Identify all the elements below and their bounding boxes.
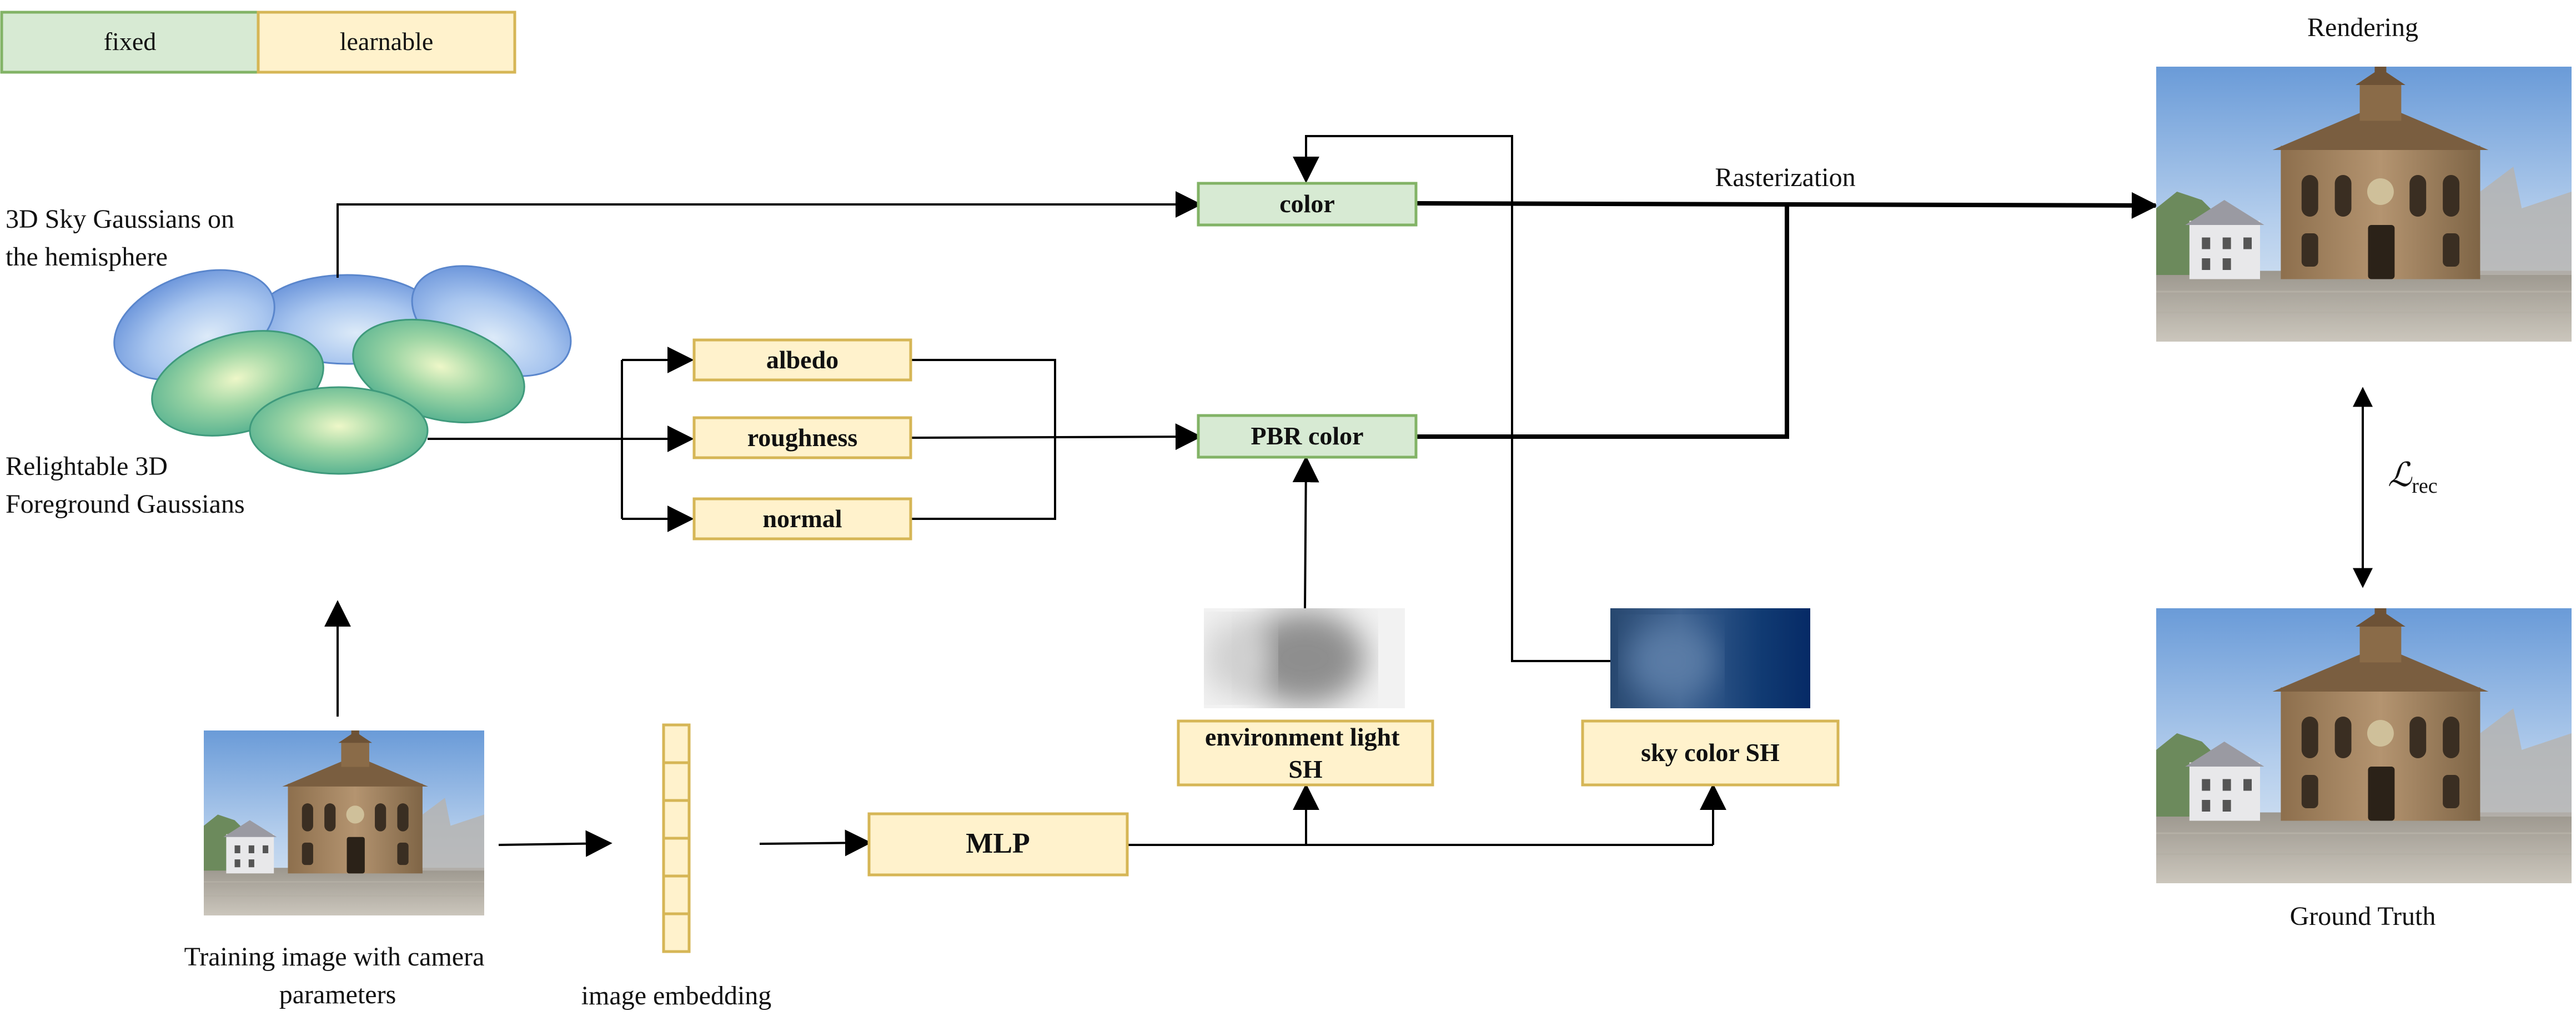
node-sky-color-sh: sky color SH	[1581, 719, 1840, 787]
svg-text:color: color	[1279, 189, 1335, 218]
svg-text:albedo: albedo	[766, 346, 838, 374]
svg-text:normal: normal	[762, 504, 842, 533]
arrow-env-to-pbr	[1292, 456, 1319, 612]
node-albedo: albedo	[692, 338, 912, 382]
legend: fixed learnable	[0, 11, 516, 74]
legend-learnable-label: learnable	[340, 27, 434, 56]
arrow-skysh-to-color	[1293, 135, 1610, 662]
rasterization-label: Rasterization	[1715, 163, 1855, 192]
sky-gaussians-label: 3D Sky Gaussians on the hemisphere	[6, 204, 241, 272]
rendering-image	[2156, 67, 2572, 342]
node-normal: normal	[692, 497, 912, 540]
svg-text:sky color SH: sky color SH	[1641, 738, 1780, 767]
node-environment-light-sh: environment light SH	[1177, 719, 1434, 787]
ground-truth-label: Ground Truth	[2290, 902, 2436, 931]
image-embedding-label: image embedding	[581, 981, 772, 1010]
svg-text:MLP: MLP	[966, 828, 1030, 859]
ground-truth-image	[2156, 608, 2572, 883]
training-image-label: Training image with camera parameters	[184, 942, 491, 1009]
legend-fixed-swatch	[0, 11, 260, 74]
loss-label: ℒrec	[2388, 457, 2438, 498]
connectors	[324, 135, 2373, 857]
node-roughness: roughness	[692, 416, 912, 459]
node-mlp: MLP	[867, 812, 1129, 877]
svg-text:PBR color: PBR color	[1251, 422, 1363, 450]
foreground-gaussian	[249, 386, 429, 475]
arrow-image-to-embedding	[498, 830, 612, 857]
foreground-gaussians-label: Relightable 3D Foreground Gaussians	[6, 452, 245, 519]
rendering-label: Rendering	[2307, 13, 2418, 42]
svg-text:roughness: roughness	[747, 423, 858, 452]
pbr-to-raster	[1416, 204, 1789, 439]
legend-learnable-swatch	[257, 11, 516, 74]
arrow-materials-to-pbr	[910, 423, 1202, 451]
legend-fixed-label: fixed	[104, 27, 157, 56]
node-color: color	[1197, 182, 1418, 227]
sky-color-sh-image	[1610, 608, 1810, 708]
gaussians-illustration	[113, 265, 572, 475]
arrow-embedding-to-mlp	[759, 829, 872, 857]
arrow-sky-to-color	[337, 191, 1202, 278]
environment-light-sh-image	[1204, 608, 1405, 708]
image-embedding-vector	[662, 723, 691, 953]
training-image	[204, 730, 484, 915]
node-pbr-color: PBR color	[1197, 414, 1418, 459]
albedo-out	[911, 359, 1056, 520]
svg-text:environment light SH: environment light SH	[1205, 723, 1406, 783]
